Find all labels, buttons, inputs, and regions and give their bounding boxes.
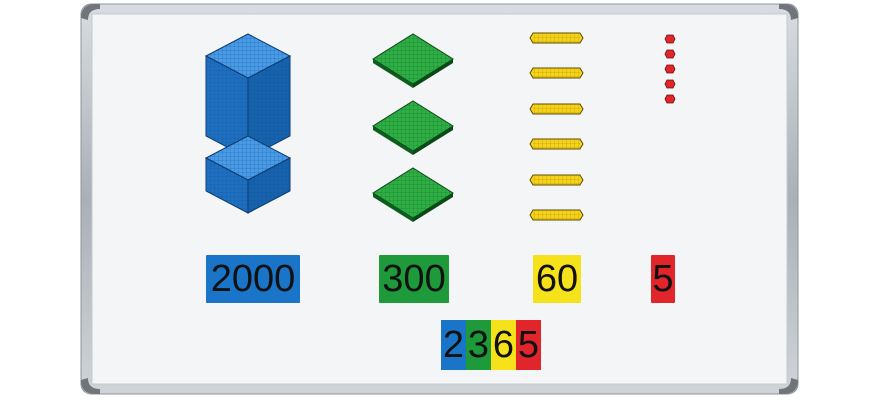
- thousands-card: 2000: [206, 255, 300, 303]
- ten-rod: [529, 32, 584, 44]
- ten-rod: [529, 174, 584, 186]
- one-unit: [664, 64, 676, 74]
- hundreds-card: 300: [379, 255, 449, 303]
- hundred-flat: [372, 33, 454, 88]
- combined-number: 2 3 6 5: [441, 320, 541, 370]
- ones-card: 5: [651, 255, 675, 303]
- ten-rod: [529, 67, 584, 79]
- ten-rod: [529, 138, 584, 150]
- one-unit: [664, 34, 676, 44]
- hundred-flat: [372, 167, 454, 222]
- thousand-cube: [204, 33, 292, 159]
- ten-rod: [529, 103, 584, 115]
- one-unit: [664, 94, 676, 104]
- one-unit: [664, 79, 676, 89]
- ten-rod: [529, 209, 584, 221]
- one-unit: [664, 49, 676, 59]
- thousands-digit: 2: [441, 320, 466, 370]
- corner-cap-top-left: [81, 4, 100, 20]
- corner-cap-bottom-right: [779, 378, 798, 394]
- tens-digit: 6: [491, 320, 516, 370]
- hundred-flat: [372, 100, 454, 155]
- tens-card: 60: [533, 255, 581, 303]
- corner-cap-bottom-left: [81, 378, 100, 394]
- ones-digit: 5: [516, 320, 541, 370]
- hundreds-digit: 3: [466, 320, 491, 370]
- thousand-cube: [204, 135, 292, 214]
- corner-cap-top-right: [779, 4, 798, 20]
